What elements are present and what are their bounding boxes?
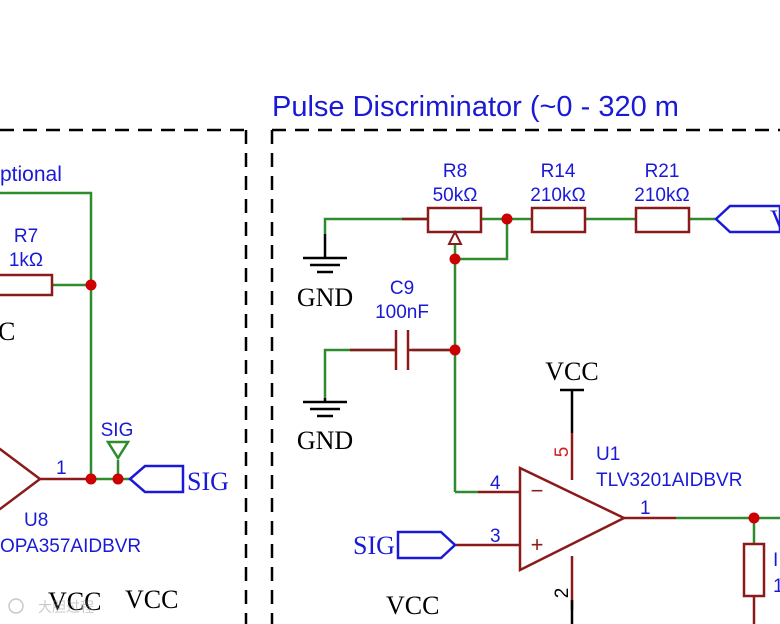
net-labels: GND GND VCC C VCC VCC VCC SIG SIG V <box>0 205 780 620</box>
sig-net-flag <box>105 440 131 461</box>
resistors <box>0 206 766 598</box>
gnd-symbol-1 <box>303 234 347 274</box>
gnd-label-1: GND <box>297 283 353 312</box>
u1-ref: U1 <box>596 444 620 465</box>
resistor-r14-body <box>530 206 587 234</box>
gnd-symbol-2 <box>303 398 347 418</box>
resistor-r21-body <box>634 206 691 234</box>
u1-plus-sign: + <box>531 532 544 557</box>
ports <box>128 204 780 560</box>
vcc-label-bottom-1: VCC <box>48 587 101 616</box>
c9-value: 100nF <box>375 302 429 323</box>
resistor-right-body <box>742 542 766 598</box>
wires <box>0 191 780 544</box>
r8-ref: R8 <box>443 161 467 182</box>
junction-wiper <box>449 253 461 265</box>
sig-port-out-label: SIG <box>187 467 229 496</box>
r7-value: 1kΩ <box>9 250 43 271</box>
right-edge-label-1: I <box>773 550 778 571</box>
watermark: 大胆过程 <box>8 598 94 615</box>
gnd-label-2: GND <box>297 426 353 455</box>
c9-ref: C9 <box>390 278 414 299</box>
u8-ref: U8 <box>24 510 48 531</box>
block-title: Pulse Discriminator (~0 - 320 m <box>272 91 679 123</box>
resistor-r8-body <box>426 206 483 234</box>
sig-port-in <box>396 530 457 560</box>
u8-part: OPA357AIDBVR <box>0 536 141 557</box>
sheet-borders <box>0 128 780 624</box>
u1-vcc-pin-number: 5 <box>552 447 573 458</box>
sig-port-in-label: SIG <box>353 531 395 560</box>
capacitor-c9 <box>394 330 410 370</box>
r7-ref: R7 <box>14 226 38 247</box>
junction-c9 <box>449 344 461 356</box>
sig-flag-label: SIG <box>101 420 134 441</box>
power-stubs <box>303 234 584 624</box>
wiper-wire <box>453 219 509 261</box>
u1-noninv-pin-number: 3 <box>490 526 501 547</box>
optional-note: ptional <box>0 163 62 186</box>
r21-value: 210kΩ <box>634 185 689 206</box>
component-labels: R7 1kΩ R8 50kΩ R14 210kΩ R21 210kΩ C9 10… <box>0 161 742 557</box>
v-port-label: V <box>770 205 780 234</box>
sig-port-out <box>128 464 185 494</box>
r21-ref: R21 <box>645 161 680 182</box>
v-port <box>714 204 780 234</box>
right-edge-partial-labels: I 1 <box>773 550 780 597</box>
watermark-text: 大胆过程 <box>38 599 94 615</box>
junction-sig <box>112 473 124 485</box>
resistor-r7-body <box>0 273 54 297</box>
vcc-label-bottom-2: VCC <box>125 585 178 614</box>
vcc-label-bottom-3: VCC <box>386 591 439 620</box>
u8-out-pin-number: 1 <box>56 458 67 479</box>
opamp-u8 <box>0 447 43 511</box>
u1-inv-pin-number: 4 <box>490 473 501 494</box>
junction-r7 <box>85 279 97 291</box>
r14-ref: R14 <box>541 161 576 182</box>
r8-wiper-arrow <box>447 229 463 245</box>
feedback-wire <box>0 191 93 479</box>
junction-u1-out <box>748 512 760 524</box>
vcc-label-u1: VCC <box>545 357 598 386</box>
gnd1-wire <box>323 217 428 234</box>
u1-part: TLV3201AIDBVR <box>596 470 742 491</box>
pin-labels: 1 4 3 1 5 2 − + <box>56 447 651 599</box>
u1-minus-sign: − <box>531 478 544 503</box>
right-edge-label-2: 1 <box>773 576 780 597</box>
opamp-u1 <box>518 466 627 573</box>
junctions <box>85 213 760 524</box>
component-leads <box>40 217 756 624</box>
r14-value: 210kΩ <box>530 185 585 206</box>
watermark-logo-icon <box>8 598 24 614</box>
u1-gnd-pin-number: 2 <box>552 588 573 599</box>
gnd2-wire <box>323 348 396 398</box>
junction-u8-out <box>85 473 97 485</box>
r8-value: 50kΩ <box>433 185 478 206</box>
u1-out-pin-number: 1 <box>640 498 651 519</box>
junction-r8-r14 <box>501 213 513 225</box>
vcc-label-left-partial: C <box>0 317 15 346</box>
